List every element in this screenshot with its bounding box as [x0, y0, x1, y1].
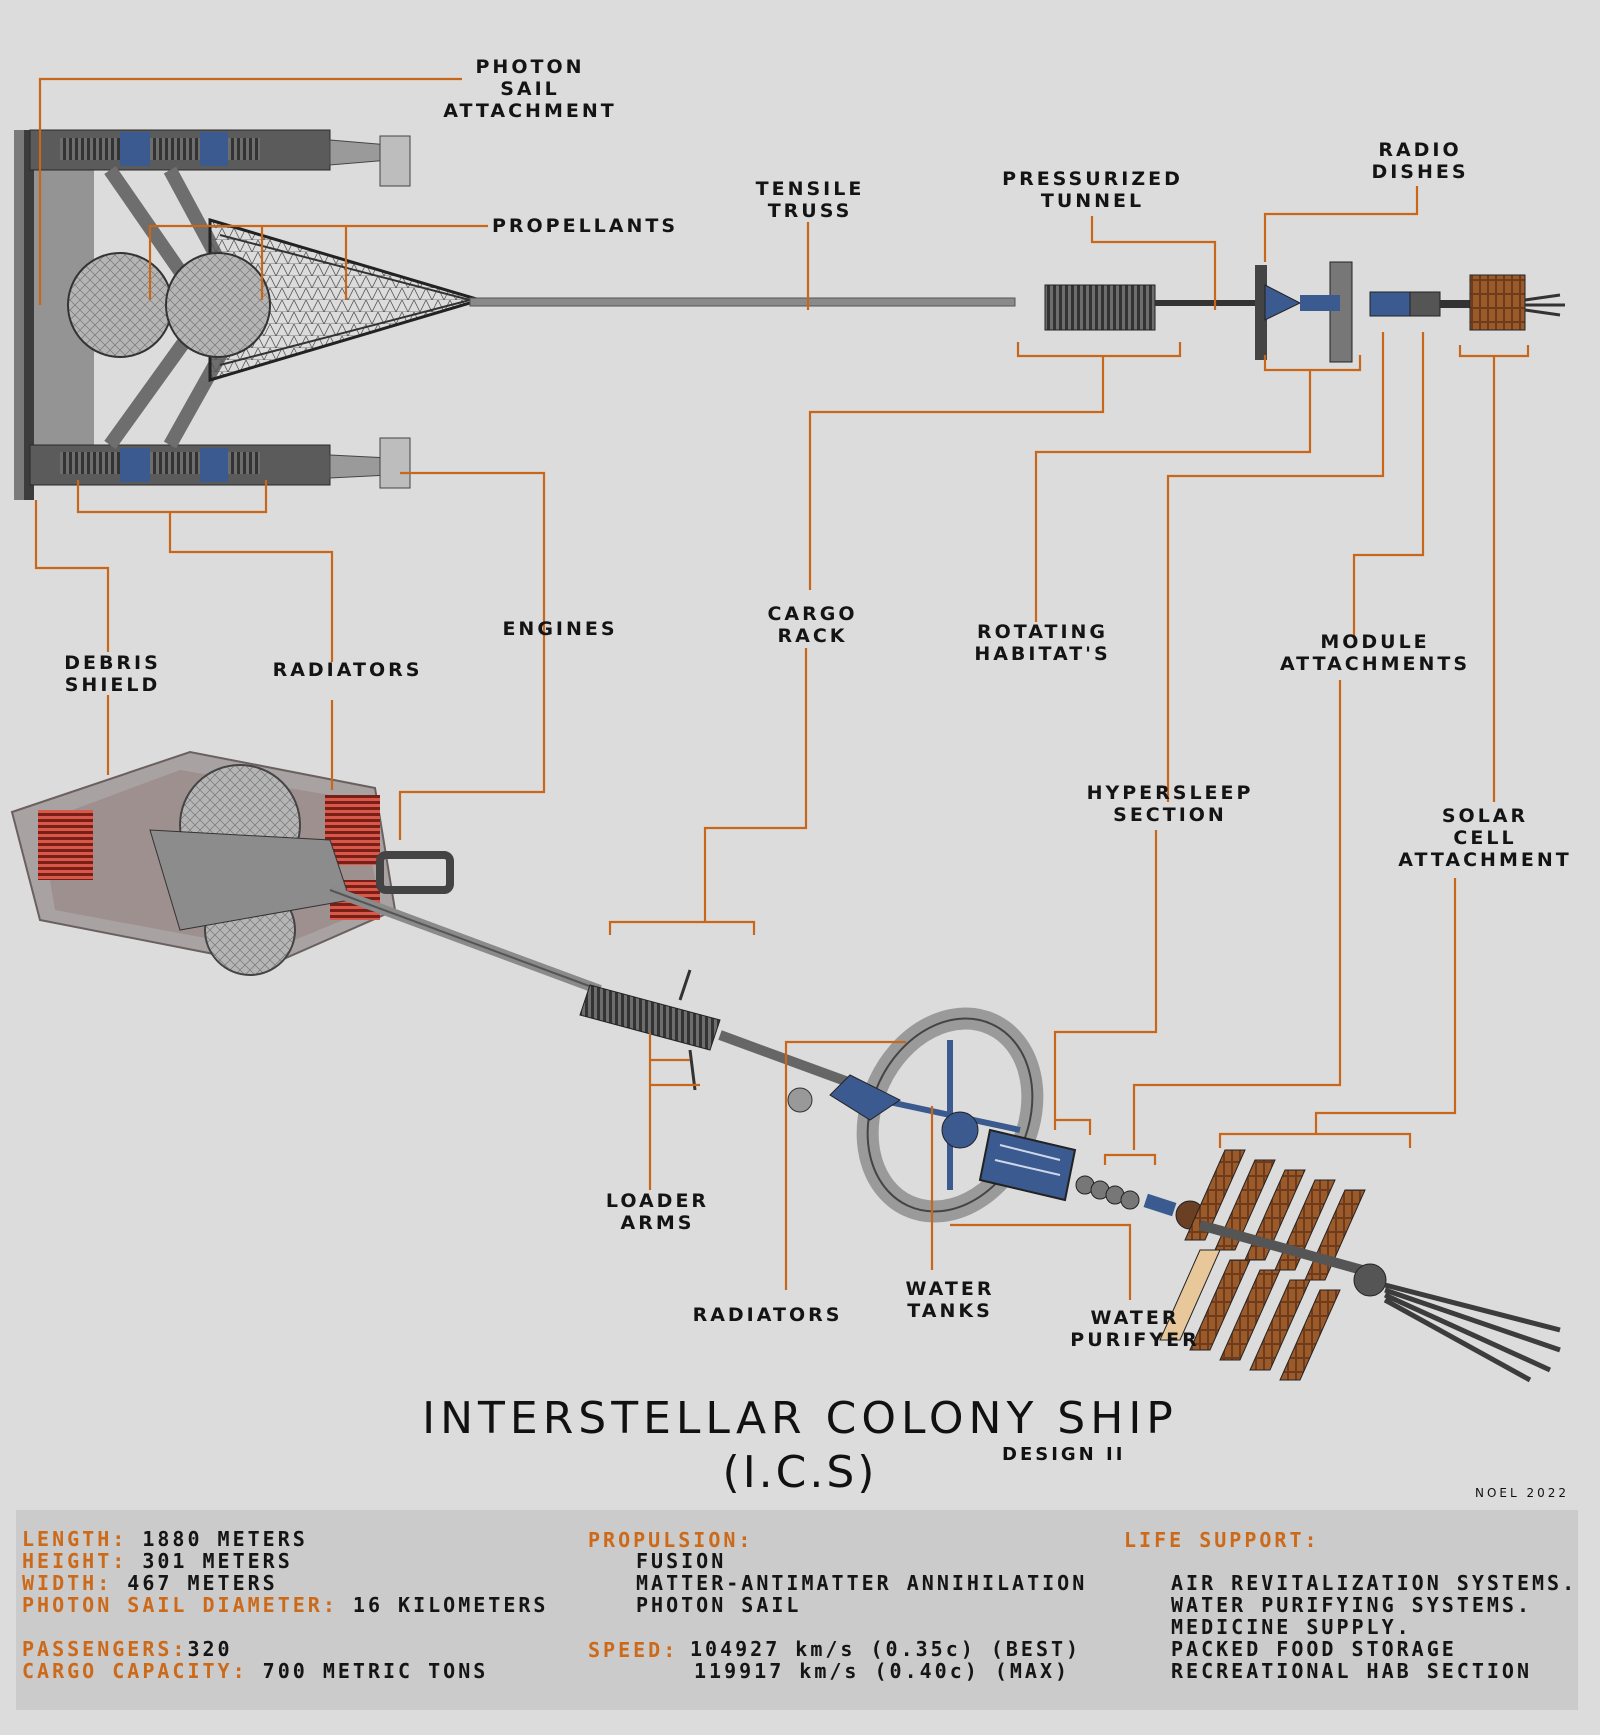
label-water-tanks: WATER TANKS — [905, 1278, 995, 1322]
spec-length-value: 1880 METERS — [127, 1527, 308, 1551]
label-radiators-top: RADIATORS — [272, 659, 423, 681]
spec-passengers-value: 320 — [187, 1637, 233, 1661]
spec-cargo-label: CARGO CAPACITY: — [22, 1659, 248, 1683]
solar-panels — [1159, 1149, 1382, 1381]
spec-panel — [16, 1510, 1578, 1710]
propellant-sphere-2 — [165, 252, 271, 358]
spec-propulsion-item: FUSION — [636, 1549, 727, 1573]
spec-speed-heading: SPEED: — [588, 1638, 679, 1662]
perspective-view-ship — [10, 750, 1561, 1383]
tensile-truss — [469, 297, 1016, 307]
label-module-attachments: MODULE ATTACHMENTS — [1279, 631, 1471, 675]
spec-propulsion-item: PHOTON SAIL — [636, 1593, 802, 1617]
cargo-rack-top — [1044, 284, 1156, 331]
spec-life-support-item: MEDICINE SUPPLY. — [1171, 1615, 1412, 1639]
spec-sail-value: 16 KILOMETERS — [337, 1593, 549, 1617]
spec-sail: PHOTON SAIL DIAMETER: 16 KILOMETERS — [22, 1594, 548, 1616]
engine-nozzles — [1383, 1282, 1561, 1383]
propellant-sphere-1 — [67, 252, 173, 358]
spec-passengers: PASSENGERS:320 — [22, 1638, 233, 1660]
cargo-rack-perspective — [579, 984, 721, 1051]
label-solar-cell-attachment: SOLAR CELL ATTACHMENT — [1398, 805, 1572, 871]
label-engines: ENGINES — [502, 618, 618, 640]
label-photon-sail-attachment: PHOTON SAIL ATTACHMENT — [443, 56, 617, 122]
design-label: DESIGN II — [1002, 1444, 1126, 1465]
spec-speed-best: 104927 km/s (0.35c) (BEST) — [690, 1637, 1082, 1661]
spec-life-support-heading: LIFE SUPPORT: — [1124, 1528, 1320, 1552]
author-credit: NOEL 2022 — [1475, 1486, 1570, 1500]
label-debris-shield: DEBRIS SHIELD — [64, 652, 161, 696]
spec-length-label: LENGTH: — [22, 1527, 128, 1551]
spec-height: HEIGHT: 301 METERS — [22, 1550, 293, 1572]
leader-lines — [34, 77, 1530, 1300]
label-propellants: PROPELLANTS — [491, 215, 679, 237]
spec-life-support-item: AIR REVITALIZATION SYSTEMS. — [1171, 1571, 1578, 1595]
label-radio-dishes: RADIO DISHES — [1371, 139, 1469, 183]
spec-length: LENGTH: 1880 METERS — [22, 1528, 308, 1550]
solar-cell-attachment-top — [1469, 274, 1526, 331]
spec-width-value: 467 METERS — [112, 1571, 278, 1595]
spec-speed-max: 119917 km/s (0.40c) (MAX) — [694, 1659, 1071, 1683]
spec-life-support-item: WATER PURIFYING SYSTEMS. — [1171, 1593, 1532, 1617]
spec-life-support-item: RECREATIONAL HAB SECTION — [1171, 1659, 1532, 1683]
diagram-abbreviation: (I.C.S) — [722, 1447, 878, 1498]
label-tensile-truss: TENSILE TRUSS — [755, 178, 865, 222]
label-hypersleep-section: HYPERSLEEP SECTION — [1086, 782, 1254, 826]
spec-passengers-label: PASSENGERS: — [22, 1637, 188, 1661]
spec-width-label: WIDTH: — [22, 1571, 113, 1595]
hypersleep-section — [978, 1128, 1077, 1202]
label-radiators-bottom: RADIATORS — [692, 1304, 843, 1326]
spec-propulsion-item: MATTER-ANTIMATTER ANNIHILATION — [636, 1571, 1088, 1595]
spec-cargo: CARGO CAPACITY: 700 METRIC TONS — [22, 1660, 488, 1682]
label-rotating-habitats: ROTATING HABITAT'S — [974, 621, 1111, 665]
label-pressurized-tunnel: PRESSURIZED TUNNEL — [1002, 168, 1183, 212]
diagram-title: INTERSTELLAR COLONY SHIP — [422, 1393, 1178, 1444]
spec-sail-label: PHOTON SAIL DIAMETER: — [22, 1593, 338, 1617]
spec-height-label: HEIGHT: — [22, 1549, 128, 1573]
label-loader-arms: LOADER ARMS — [605, 1190, 710, 1234]
spec-cargo-value: 700 METRIC TONS — [247, 1659, 489, 1683]
label-water-purifyer: WATER PURIFYER — [1070, 1307, 1200, 1351]
spec-height-value: 301 METERS — [127, 1549, 293, 1573]
spec-life-support-item: PACKED FOOD STORAGE — [1171, 1637, 1457, 1661]
spec-propulsion-heading: PROPULSION: — [588, 1528, 754, 1552]
label-cargo-rack: CARGO RACK — [767, 603, 858, 647]
rotating-habitat-top — [1255, 261, 1353, 363]
spec-width: WIDTH: 467 METERS — [22, 1572, 278, 1594]
